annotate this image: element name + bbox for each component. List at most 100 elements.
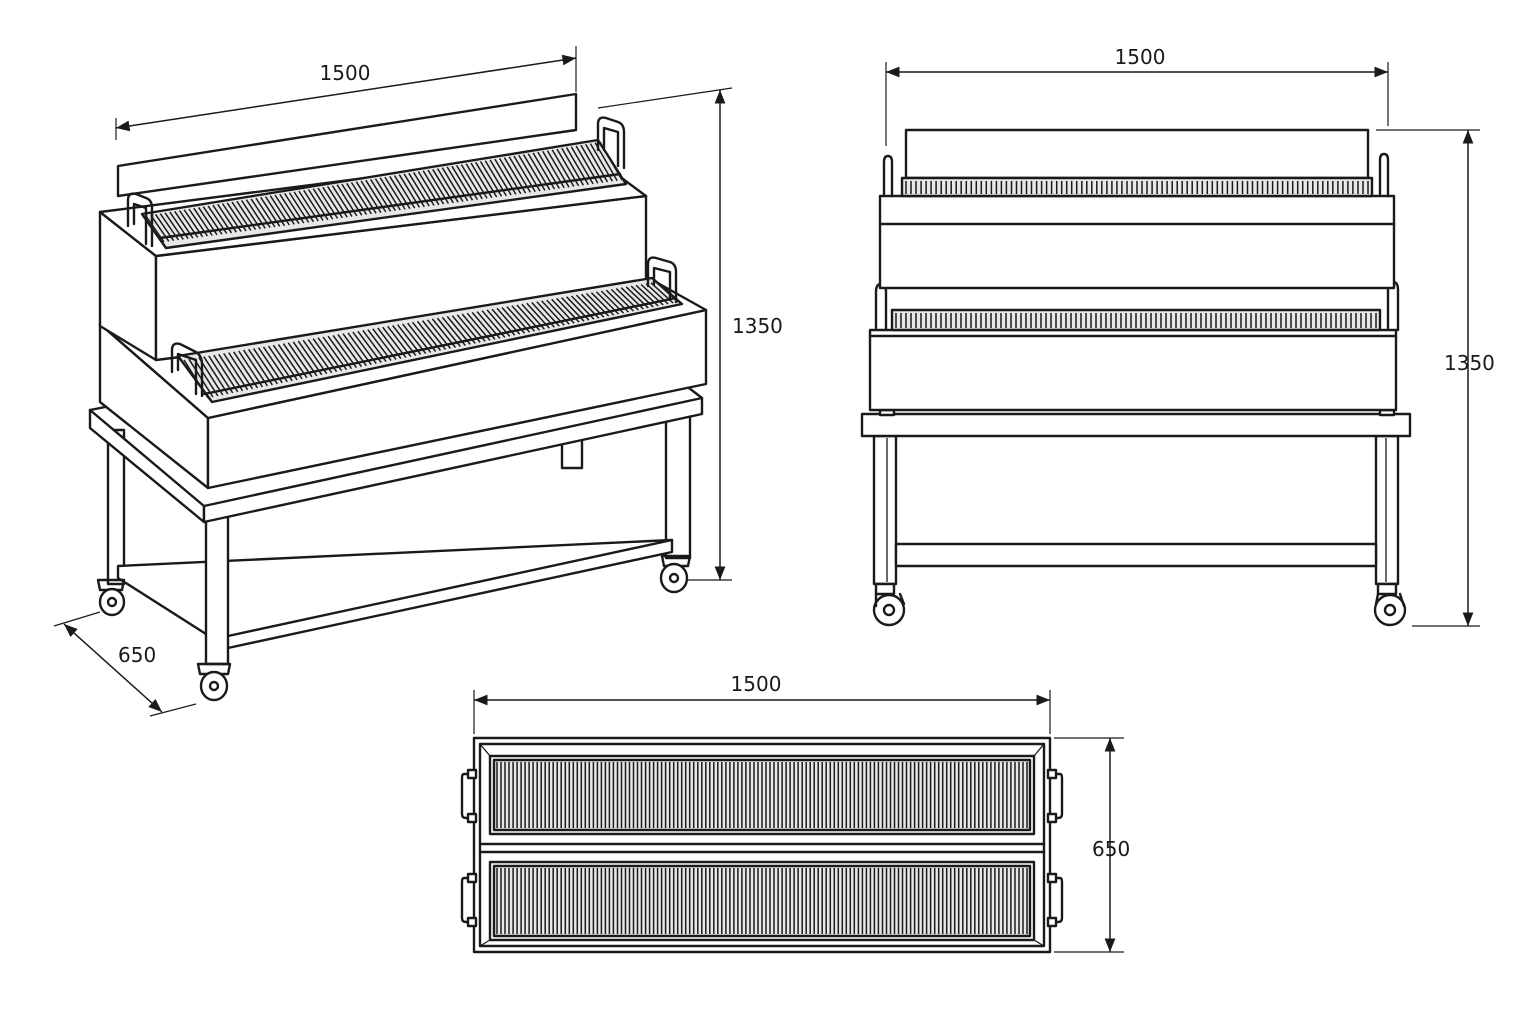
top-upper-grill [488, 754, 1036, 836]
grill-bar [421, 320, 447, 350]
front-height-label: 1350 [1444, 351, 1495, 375]
grill-bar [346, 182, 368, 216]
grill-bar [274, 194, 295, 225]
iso-handle-lower-right [646, 256, 678, 304]
grill-bar [565, 147, 589, 185]
grill-bar [218, 353, 244, 392]
grill-bar [436, 317, 461, 347]
grill-bar [393, 175, 416, 209]
grill-bar [551, 298, 575, 324]
grill-bar [408, 172, 430, 207]
grill-bar [486, 309, 511, 337]
grill-bar [398, 174, 421, 208]
grill-bar [362, 329, 387, 363]
grill-bar [625, 286, 649, 309]
grill-bar [297, 340, 323, 376]
grill-bar [154, 213, 175, 242]
grill-bar [223, 352, 249, 391]
grill-bar [208, 355, 234, 394]
grill-bar [217, 203, 237, 233]
grill-bar [255, 197, 276, 228]
grill-bar [357, 330, 382, 364]
iso-handle-lower-left [170, 342, 204, 398]
grill-bar [630, 285, 654, 308]
grill-bar [365, 179, 387, 213]
top-depth-dimension: 650 [1054, 737, 1130, 953]
top-depth-label: 650 [1092, 837, 1130, 861]
grill-bar [455, 165, 479, 200]
top-view: 1500 650 [460, 672, 1130, 954]
grill-bar [466, 312, 491, 341]
grill-bar [303, 189, 324, 221]
front-lower-grill-bars [895, 313, 1377, 328]
grill-bar [298, 190, 319, 222]
grill-bar [150, 214, 170, 242]
front-view: 1500 1350 [860, 45, 1495, 627]
grill-bar [645, 283, 669, 305]
grill-bar [188, 208, 209, 237]
grill-bar [282, 343, 308, 379]
grill-bar [585, 143, 609, 183]
iso-width-label: 1500 [320, 61, 371, 85]
grill-bar [389, 175, 411, 210]
grill-bar [411, 321, 437, 352]
grill-bar [233, 351, 259, 389]
grill-bar [327, 335, 353, 370]
grill-bar [350, 182, 372, 215]
grill-bar [605, 289, 630, 313]
grill-bar [341, 183, 363, 216]
grill-bar [277, 343, 303, 380]
grill-bar [292, 341, 318, 377]
grill-bar [267, 345, 293, 382]
grill-bar [242, 349, 269, 387]
grill-bar [465, 163, 488, 199]
grill-bar [561, 297, 585, 322]
grill-bar [536, 301, 560, 327]
grill-bar [360, 180, 382, 213]
iso-height-dimension: 1350 [597, 87, 783, 581]
grill-bar [342, 333, 367, 367]
grill-bar [337, 334, 363, 368]
grill-bar [145, 215, 165, 243]
grill-bar [159, 213, 180, 241]
grill-bar [322, 186, 344, 219]
grill-bar [228, 352, 254, 390]
grill-bar [213, 354, 239, 393]
grill-bar [193, 357, 219, 397]
grill-bar [250, 198, 271, 229]
grill-bar [322, 336, 348, 371]
grill-bar [589, 143, 614, 182]
grill-bar [307, 339, 333, 374]
grill-bar [432, 168, 454, 204]
grill-bar [516, 304, 541, 331]
grill-bar [403, 173, 425, 208]
grill-bar [262, 346, 288, 383]
front-width-dimension: 1500 [885, 45, 1389, 146]
grill-bar [470, 162, 493, 198]
top-lower-grill-bars [496, 868, 1028, 934]
grill-bar [531, 301, 555, 328]
iso-width-dimension: 1500 [115, 46, 577, 140]
grill-bar [372, 328, 397, 361]
front-lower-firebox [868, 328, 1398, 412]
iso-stand [88, 310, 704, 666]
grill-bar [231, 201, 252, 231]
grill-bar [518, 154, 541, 192]
grill-bar [226, 202, 247, 232]
iso-height-label: 1350 [732, 314, 783, 338]
grill-bar [245, 199, 266, 229]
grill-bar [174, 210, 194, 239]
grill-bar [412, 172, 435, 206]
grill-bar [422, 170, 445, 205]
front-caster-right [1373, 582, 1407, 627]
iso-depth-label: 650 [118, 643, 156, 667]
grill-bar [460, 164, 483, 200]
top-divider [478, 743, 1046, 947]
front-height-dimension: 1350 [1376, 129, 1495, 627]
grill-bar [546, 299, 570, 325]
grill-bar [326, 185, 348, 218]
iso-upper-backsplash [116, 92, 578, 198]
grill-bar [446, 166, 469, 202]
grill-bar [575, 294, 600, 319]
grill-bar [570, 146, 594, 185]
